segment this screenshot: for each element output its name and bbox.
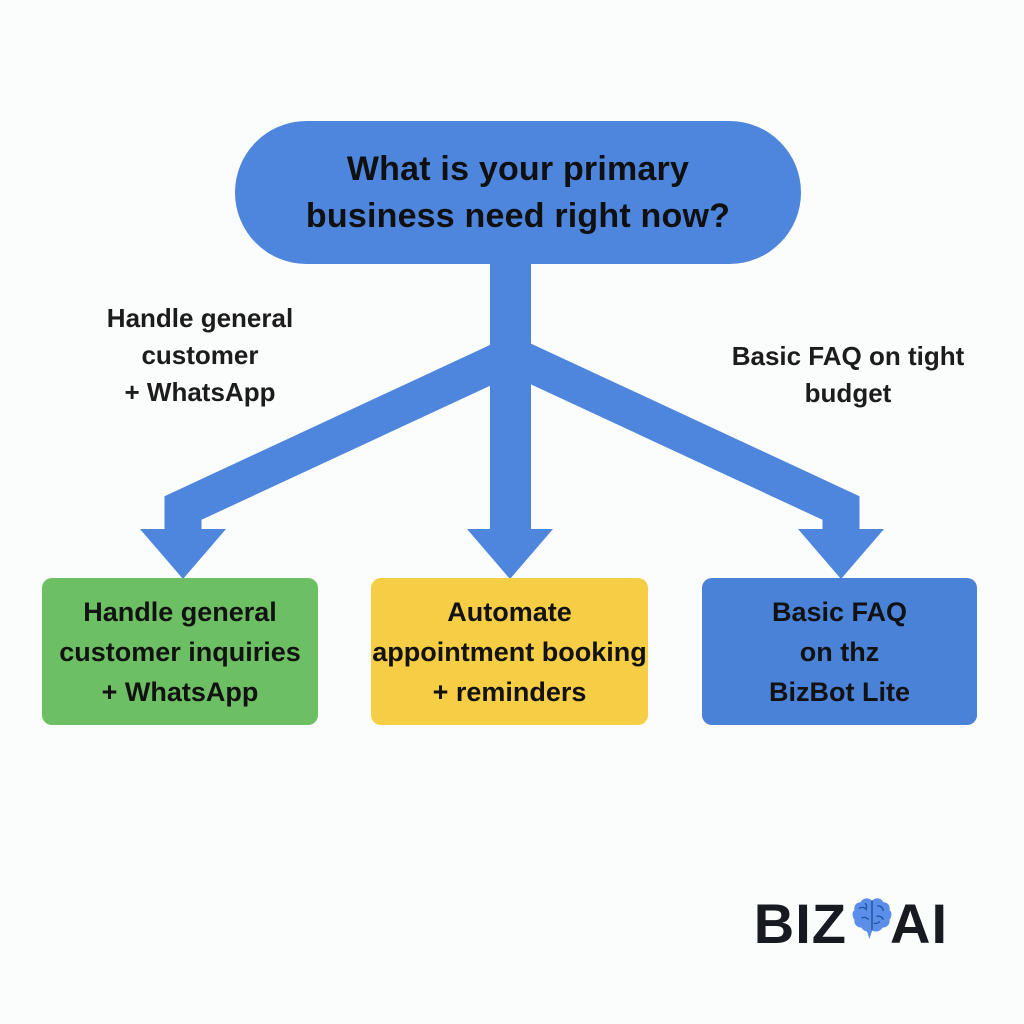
outcome-line: Automate — [447, 596, 572, 627]
question-node: What is your primary business need right… — [235, 121, 801, 264]
outcome-appointment-booking: Automate appointment booking + reminders — [371, 578, 648, 725]
question-line: business need right now? — [305, 196, 731, 235]
outcome-line: on thz — [799, 636, 880, 667]
arrow-left — [140, 334, 529, 579]
branch-label-line: budget — [804, 378, 892, 408]
outcome-line: appointment booking — [372, 636, 647, 667]
outcome-line: BizBot Lite — [769, 676, 910, 707]
outcome-line-bold-suffix: z — [865, 636, 880, 667]
brand-logo: BIZ AI — [754, 893, 948, 955]
logo-text-ai: AI — [890, 892, 948, 955]
branch-label-right: Basic FAQ on tight budget — [718, 338, 978, 412]
arrow-right — [495, 334, 884, 579]
branch-label-line: Handle general — [106, 303, 294, 333]
arrow-center — [467, 250, 553, 579]
brain-icon — [852, 898, 892, 939]
branch-label-left: Handle general customer + WhatsApp — [80, 300, 320, 411]
branch-label-line: Basic FAQ on tight — [731, 341, 965, 371]
outcome-line: Basic FAQ — [771, 596, 908, 627]
outcome-customer-inquiries: Handle general customer inquiries + What… — [42, 578, 318, 725]
logo-text-biz: BIZ — [753, 892, 847, 955]
branch-label-line: customer — [141, 340, 259, 370]
branch-label-line: + WhatsApp — [124, 377, 276, 407]
outcome-bizbot-lite: Basic FAQ on thz BizBot Lite — [702, 578, 977, 725]
outcome-line: Handle general — [83, 596, 277, 627]
question-line: What is your primary — [346, 149, 690, 188]
outcome-line: customer inquiries — [59, 636, 301, 667]
outcome-line: + reminders — [432, 676, 587, 707]
outcome-line: + WhatsApp — [101, 676, 259, 707]
